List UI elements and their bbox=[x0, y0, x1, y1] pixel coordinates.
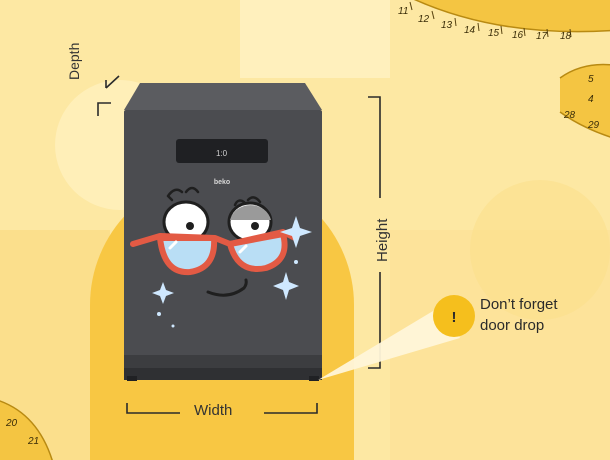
note-line: door drop bbox=[480, 317, 545, 334]
tape-number: 28 bbox=[563, 110, 576, 121]
height-label: Height bbox=[374, 218, 391, 262]
tape-measure-icon: 11 12 13 14 15 16 17 18 bbox=[395, 0, 610, 42]
tape-number: 12 bbox=[418, 14, 430, 25]
tape-number: 20 bbox=[5, 418, 18, 429]
note-line: Don’t forget bbox=[480, 296, 558, 313]
display-readout: 1:0 bbox=[216, 149, 228, 158]
tape-number: 13 bbox=[441, 20, 453, 31]
cartoon-face-icon bbox=[130, 186, 298, 297]
width-bracket bbox=[126, 403, 318, 414]
tape-number: 18 bbox=[560, 31, 572, 42]
tape-number: 5 bbox=[588, 74, 594, 85]
background-circle bbox=[470, 180, 610, 320]
tape-number: 16 bbox=[512, 30, 524, 41]
tape-number: 14 bbox=[464, 25, 476, 36]
door-drop-note: Don’t forget door drop bbox=[480, 294, 558, 336]
tape-number: 21 bbox=[27, 436, 39, 447]
dishwasher-plinth bbox=[124, 368, 322, 380]
height-bracket bbox=[368, 96, 381, 369]
tape-measure-icon: 5 4 28 29 bbox=[559, 63, 610, 138]
brand-logo: beko bbox=[214, 179, 230, 186]
depth-arrow bbox=[105, 75, 120, 89]
tape-number: 15 bbox=[488, 28, 500, 39]
dishwasher-top bbox=[124, 83, 322, 110]
tape-number: 11 bbox=[398, 6, 408, 17]
alert-symbol: ! bbox=[452, 309, 457, 326]
tape-number: 17 bbox=[536, 31, 548, 42]
width-label: Width bbox=[194, 402, 233, 419]
tape-number: 4 bbox=[588, 94, 594, 105]
control-panel bbox=[176, 139, 268, 163]
tape-number: 29 bbox=[587, 120, 600, 131]
alert-icon bbox=[433, 295, 475, 337]
depth-label: Depth bbox=[66, 42, 82, 80]
callout-beam bbox=[318, 305, 460, 380]
sparkle-icon bbox=[152, 216, 312, 328]
depth-bracket bbox=[97, 102, 111, 116]
background-panel bbox=[240, 0, 390, 78]
tape-measure-icon: 20 21 bbox=[0, 400, 53, 460]
dishwasher-base bbox=[124, 355, 322, 368]
